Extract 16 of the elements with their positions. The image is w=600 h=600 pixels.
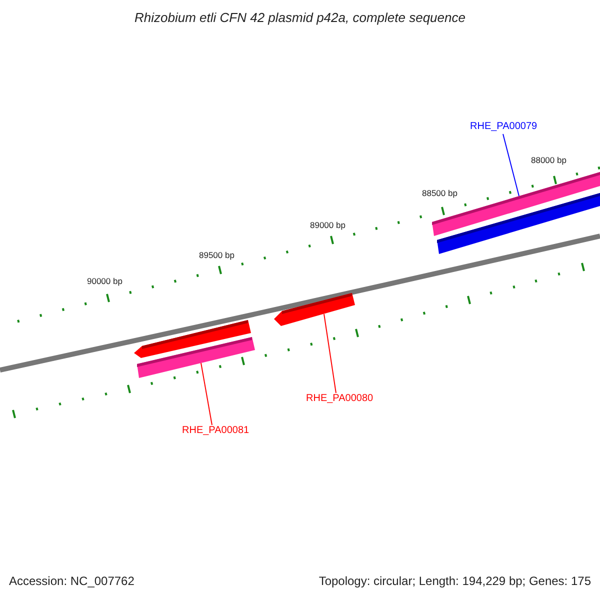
leader-line [200, 362, 212, 426]
tick-label: 89500 bp [199, 250, 234, 260]
gene-label: RHE_PA00079 [470, 121, 538, 132]
tick-label: 90000 bp [87, 276, 122, 286]
diagram-title: Rhizobium etli CFN 42 plasmid p42a, complete sequence [134, 10, 466, 25]
tick-label: 88500 bp [422, 188, 458, 198]
leader-line [324, 314, 336, 394]
gene-label: RHE_PA00081 [182, 425, 250, 436]
tick-label: 88000 bp [531, 155, 566, 165]
topology-text: Topology: circular; Length: 194,229 bp; Genes: 175 [318, 574, 591, 588]
accession-text: Accession: NC_007762 [9, 574, 134, 588]
tick-label: 89000 bp [310, 220, 346, 230]
gene-label: RHE_PA00080 [306, 393, 374, 404]
leader-line [502, 134, 520, 196]
gene-bar [137, 337, 255, 378]
gene-arrow [274, 293, 355, 326]
